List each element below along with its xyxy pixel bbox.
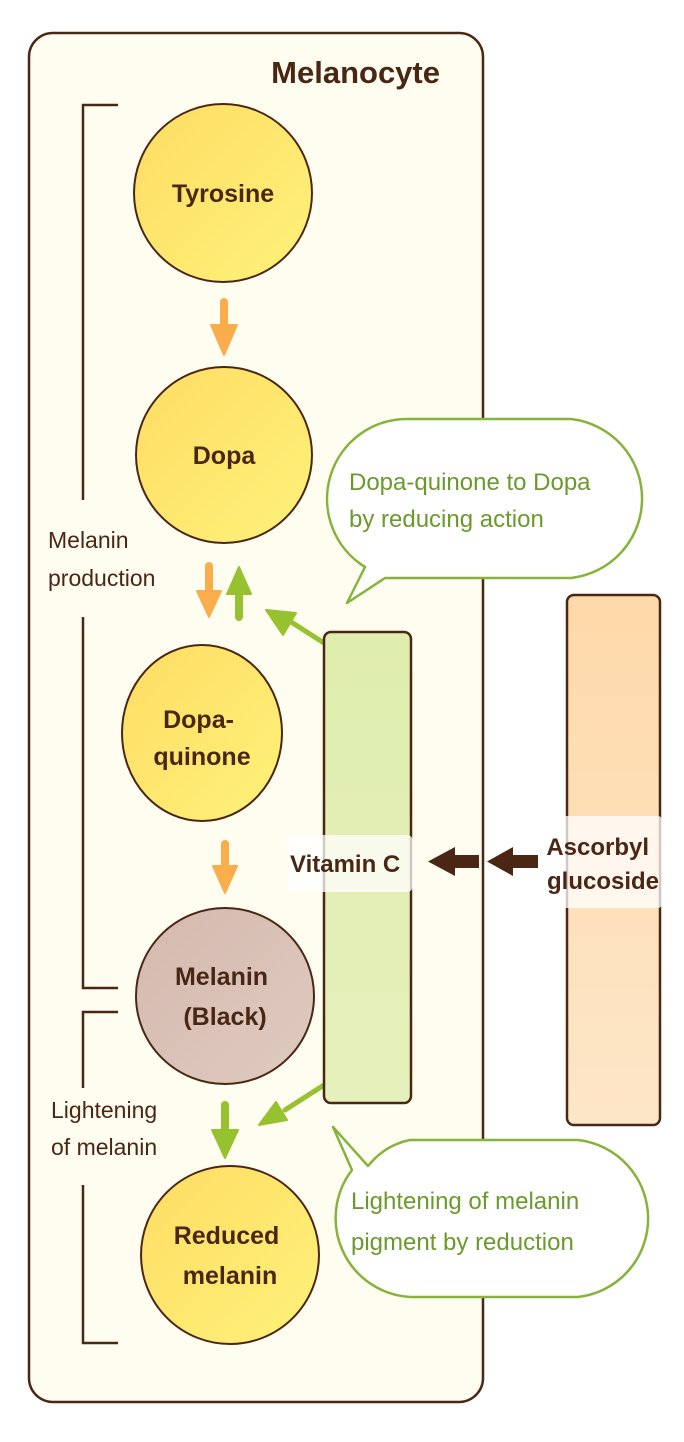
vitamin-c-label: Vitamin C <box>290 851 400 878</box>
node-reduced-melanin: Reduced melanin <box>140 1165 320 1345</box>
arrow-vitaminc-to-dopa-step <box>265 609 327 646</box>
arrow-dopa-to-dopaquinone <box>196 562 222 618</box>
callout-dopaquinone-to-dopa: Dopa-quinone to Dopa by reducing action <box>325 417 644 605</box>
node-dopa: Dopa <box>135 366 313 544</box>
node-tyrosine-label: Tyrosine <box>172 180 274 208</box>
ascorbyl-glucoside-label: Ascorbyl glucoside <box>546 834 659 895</box>
arrow-dopaquinone-to-dopa <box>226 566 252 621</box>
ascorbyl-label-bg <box>538 816 662 908</box>
node-dopaquinone: Dopa- quinone <box>121 644 283 822</box>
vitamin-c-label-bg <box>287 835 413 892</box>
node-reduced-melanin-label: Reduced melanin <box>174 1222 287 1290</box>
melanocyte-title: Melanocyte <box>271 55 440 90</box>
arrow-dopaquinone-to-melanin <box>212 840 238 894</box>
node-tyrosine: Tyrosine <box>133 103 313 283</box>
label-melanin-production: Melanin production <box>48 527 155 591</box>
node-dopaquinone-label: Dopa- quinone <box>153 706 250 771</box>
arrow-tyrosine-to-dopa <box>210 298 238 356</box>
arrow-melanin-to-reduced <box>211 1101 239 1159</box>
node-melanin-black: Melanin (Black) <box>135 907 315 1085</box>
arrow-ascorbyl-to-vitaminc-2 <box>487 847 538 876</box>
label-lightening-of-melanin: Lightening of melanin <box>51 1097 164 1160</box>
arrow-ascorbyl-to-vitaminc-1 <box>428 847 479 876</box>
arrow-vitaminc-to-reduced-step <box>258 1082 327 1126</box>
callout-bottom-text: Lightening of melanin pigment by reducti… <box>351 1188 586 1256</box>
bracket-melanin-production <box>81 103 118 990</box>
node-dopa-label: Dopa <box>193 442 257 470</box>
callout-top-text: Dopa-quinone to Dopa by reducing action <box>349 469 597 533</box>
bracket-lightening <box>81 1010 118 1345</box>
node-melanin-label: Melanin (Black) <box>175 963 275 1031</box>
callout-lightening: Lightening of melanin pigment by reducti… <box>331 1125 650 1299</box>
